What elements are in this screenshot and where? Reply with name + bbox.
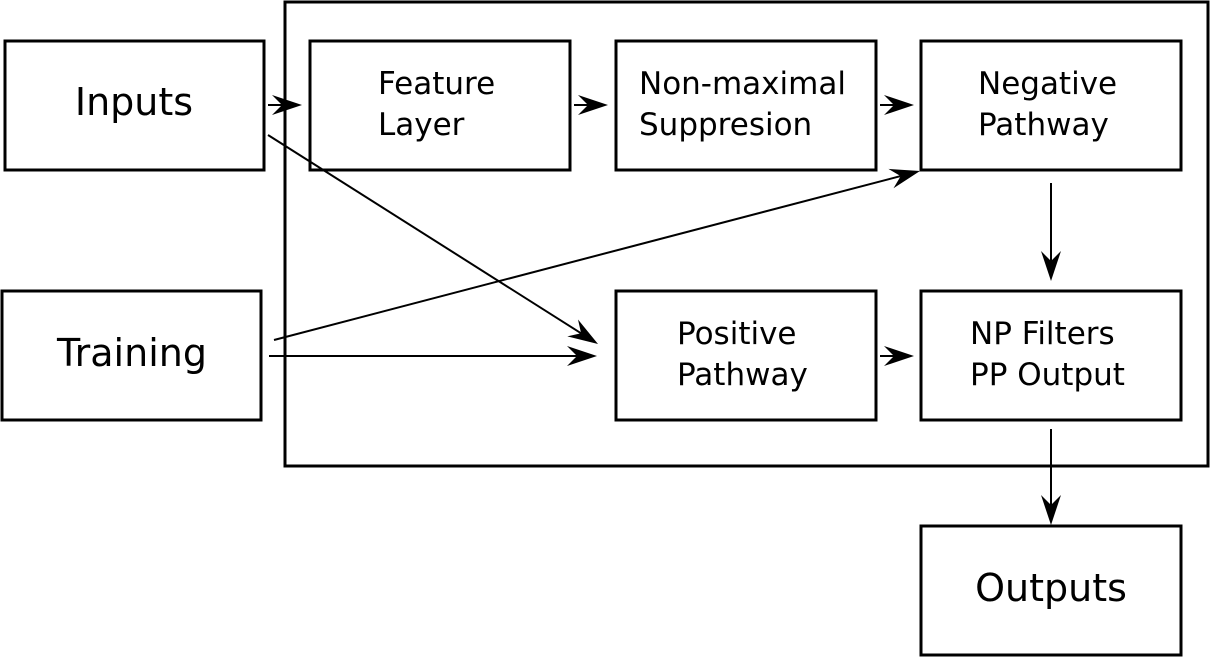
node-np-filters: NP Filters PP Output bbox=[919, 289, 1183, 422]
node-inputs: Inputs bbox=[3, 39, 266, 172]
arrow-inputs-to-positive-pathway bbox=[267, 134, 598, 344]
training-box bbox=[0, 289, 263, 422]
inputs-box bbox=[3, 39, 266, 172]
node-training: Training bbox=[0, 289, 263, 422]
arrow-line bbox=[273, 175, 901, 341]
training-label: Training bbox=[56, 331, 207, 375]
np-filters-label-line1: NP Filters bbox=[970, 316, 1115, 352]
arrowhead bbox=[1041, 495, 1061, 525]
node-outputs: Outputs bbox=[919, 524, 1183, 657]
arrowhead bbox=[567, 346, 597, 366]
outputs-label: Outputs bbox=[975, 566, 1127, 610]
node-negative-pathway: Negative Pathway bbox=[919, 39, 1183, 172]
arrowhead bbox=[578, 95, 608, 115]
node-positive-pathway: Positive Pathway bbox=[614, 289, 878, 422]
feature-layer-label-line1: Feature bbox=[378, 66, 495, 102]
outputs-box bbox=[919, 524, 1183, 657]
negative-pathway-label-line1: Negative bbox=[978, 66, 1117, 102]
node-non-maximal-suppresion: Non-maximal Suppresion bbox=[614, 39, 878, 172]
arrowhead bbox=[884, 346, 914, 366]
node-feature-layer: Feature Layer bbox=[308, 39, 572, 172]
positive-pathway-label-line2: Pathway bbox=[677, 357, 808, 393]
positive-pathway-label-line1: Positive bbox=[677, 316, 797, 352]
np-filters-box bbox=[919, 289, 1183, 422]
arrowhead bbox=[567, 319, 598, 344]
np-filters-label-line2: PP Output bbox=[970, 357, 1125, 393]
feature-layer-label-line2: Layer bbox=[378, 107, 465, 143]
edges-layer bbox=[267, 95, 1061, 525]
arrow-negative-pathway-to-np-filters bbox=[1041, 183, 1061, 281]
negative-pathway-box bbox=[919, 39, 1183, 172]
system-frame bbox=[283, 0, 1210, 468]
arrowhead bbox=[884, 95, 914, 115]
arrow-training-to-positive-pathway bbox=[269, 346, 597, 366]
arrowhead bbox=[272, 95, 302, 115]
arrowhead bbox=[1041, 251, 1061, 281]
inputs-label: Inputs bbox=[75, 80, 193, 124]
non-maximal-label-line1: Non-maximal bbox=[639, 66, 846, 102]
arrow-non-maximal-to-negative-pathway bbox=[880, 95, 914, 115]
arrow-positive-pathway-to-np-filters bbox=[880, 346, 914, 366]
arrow-inputs-to-feature-layer bbox=[268, 95, 302, 115]
feature-layer-box bbox=[308, 39, 572, 172]
arrowhead bbox=[888, 168, 920, 189]
non-maximal-box bbox=[614, 39, 878, 172]
arrow-line bbox=[267, 134, 582, 335]
arrow-training-to-negative-pathway bbox=[273, 168, 920, 341]
arrow-np-filters-to-outputs bbox=[1041, 429, 1061, 525]
negative-pathway-label-line2: Pathway bbox=[978, 107, 1109, 143]
non-maximal-label-line2: Suppresion bbox=[639, 107, 812, 143]
positive-pathway-box bbox=[614, 289, 878, 422]
arrow-feature-layer-to-non-maximal bbox=[574, 95, 608, 115]
